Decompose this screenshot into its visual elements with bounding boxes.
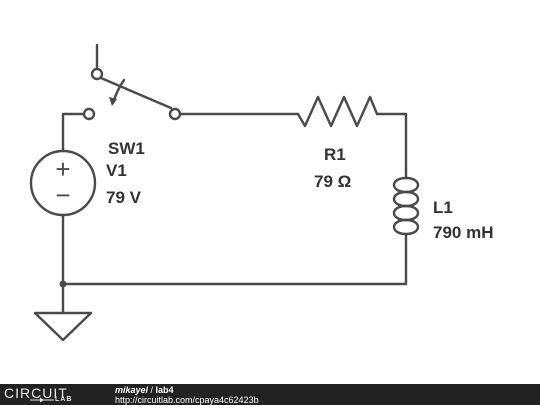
wire-right-top — [375, 112, 408, 172]
source-value-label: 79 V — [106, 188, 142, 207]
switch-pivot-terminal — [90, 67, 104, 81]
ground-symbol — [33, 311, 93, 342]
circuit-schematic: + − SW1 V1 79 V R1 79 Ω L1 790 mH — [29, 43, 493, 342]
path-separator: / — [148, 385, 156, 395]
circuit-title[interactable]: lab4 — [155, 385, 174, 395]
junction-dot — [59, 280, 67, 288]
voltage-source-symbol — [29, 149, 97, 217]
inductor-symbol — [392, 168, 420, 258]
wire-left-top — [61, 112, 86, 153]
resistor-value-label: 79 Ω — [314, 172, 351, 191]
logo-subtext: LAB — [55, 396, 73, 403]
author-name[interactable]: mikayel — [115, 385, 149, 395]
switch-arrowhead — [109, 97, 117, 106]
logo-circuit-icon — [30, 397, 54, 403]
plus-sign: + — [55, 154, 70, 184]
switch-name-label: SW1 — [108, 139, 145, 158]
inductor-name-label: L1 — [433, 198, 453, 217]
wire-bottom — [61, 254, 408, 286]
minus-sign: − — [55, 180, 70, 210]
switch-left-terminal — [82, 107, 96, 121]
source-name-label: V1 — [106, 161, 127, 180]
resistor-name-label: R1 — [324, 145, 346, 164]
circuitlab-logo[interactable]: CIRCUIT — [4, 385, 68, 401]
circuit-url[interactable]: http://circuitlab.com/cpaya4c62423b — [115, 395, 259, 405]
resistor-symbol — [296, 95, 379, 128]
switch-right-terminal — [168, 107, 182, 121]
footer-bar: CIRCUIT LAB mikayel / lab4 http://circui… — [0, 384, 540, 405]
inductor-value-label: 790 mH — [433, 223, 493, 242]
switch-blade — [99, 76, 173, 110]
author-line: mikayel / lab4 — [115, 385, 174, 395]
